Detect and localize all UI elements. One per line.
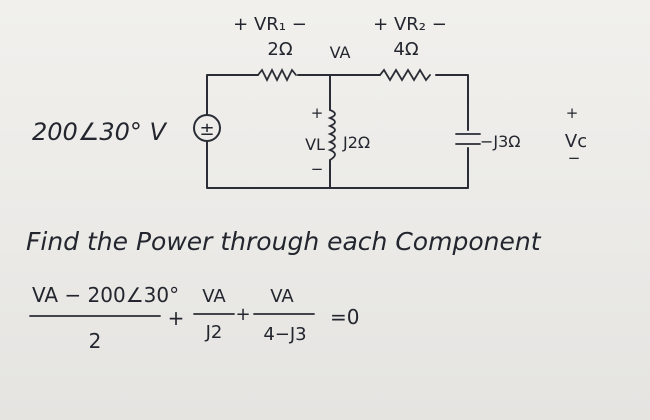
inductor-voltage-label: VL	[305, 135, 325, 154]
r1-value-label: 2Ω	[267, 39, 292, 60]
circuit-wires	[206, 74, 469, 189]
term3-numerator: VA	[270, 286, 294, 307]
plus-operator-2: +	[235, 304, 250, 325]
capacitor-plus-sign: +	[566, 104, 579, 122]
term1-denominator: 2	[89, 329, 102, 353]
inductor-minus-sign: −	[311, 160, 324, 178]
inductor	[327, 109, 336, 161]
capacitor-minus-sign: −	[568, 149, 581, 167]
source-polarity: ±	[199, 119, 214, 140]
capacitor-voltage-label: Vc	[565, 131, 587, 152]
question-text: Find the Power through each Component	[26, 227, 542, 256]
equation-rhs: =0	[330, 305, 359, 329]
resistor-r1	[257, 67, 297, 83]
inductor-value-label: J2Ω	[342, 133, 370, 152]
term1-numerator: VA − 200∠30°	[32, 283, 179, 307]
plus-operator-1: +	[168, 306, 185, 330]
voltage-source: ±	[193, 114, 221, 142]
term2-numerator: VA	[202, 286, 226, 307]
r1-voltage-label: + VR₁ −	[233, 14, 307, 35]
node-va-label: VA	[330, 43, 351, 62]
term3-denominator: 4−J3	[263, 324, 306, 345]
inductor-plus-sign: +	[311, 104, 324, 122]
nodal-equation: VA − 200∠30° 2 + VA J2 + VA 4−J3 =0	[29, 283, 359, 353]
resistor-r2	[379, 68, 431, 82]
source-label: 200∠30° V	[32, 118, 167, 146]
capacitor-value-label: −J3Ω	[480, 132, 521, 151]
capacitor	[455, 133, 481, 145]
term2-denominator: J2	[205, 322, 223, 343]
r2-voltage-label: + VR₂ −	[373, 14, 447, 35]
r2-value-label: 4Ω	[393, 39, 418, 60]
